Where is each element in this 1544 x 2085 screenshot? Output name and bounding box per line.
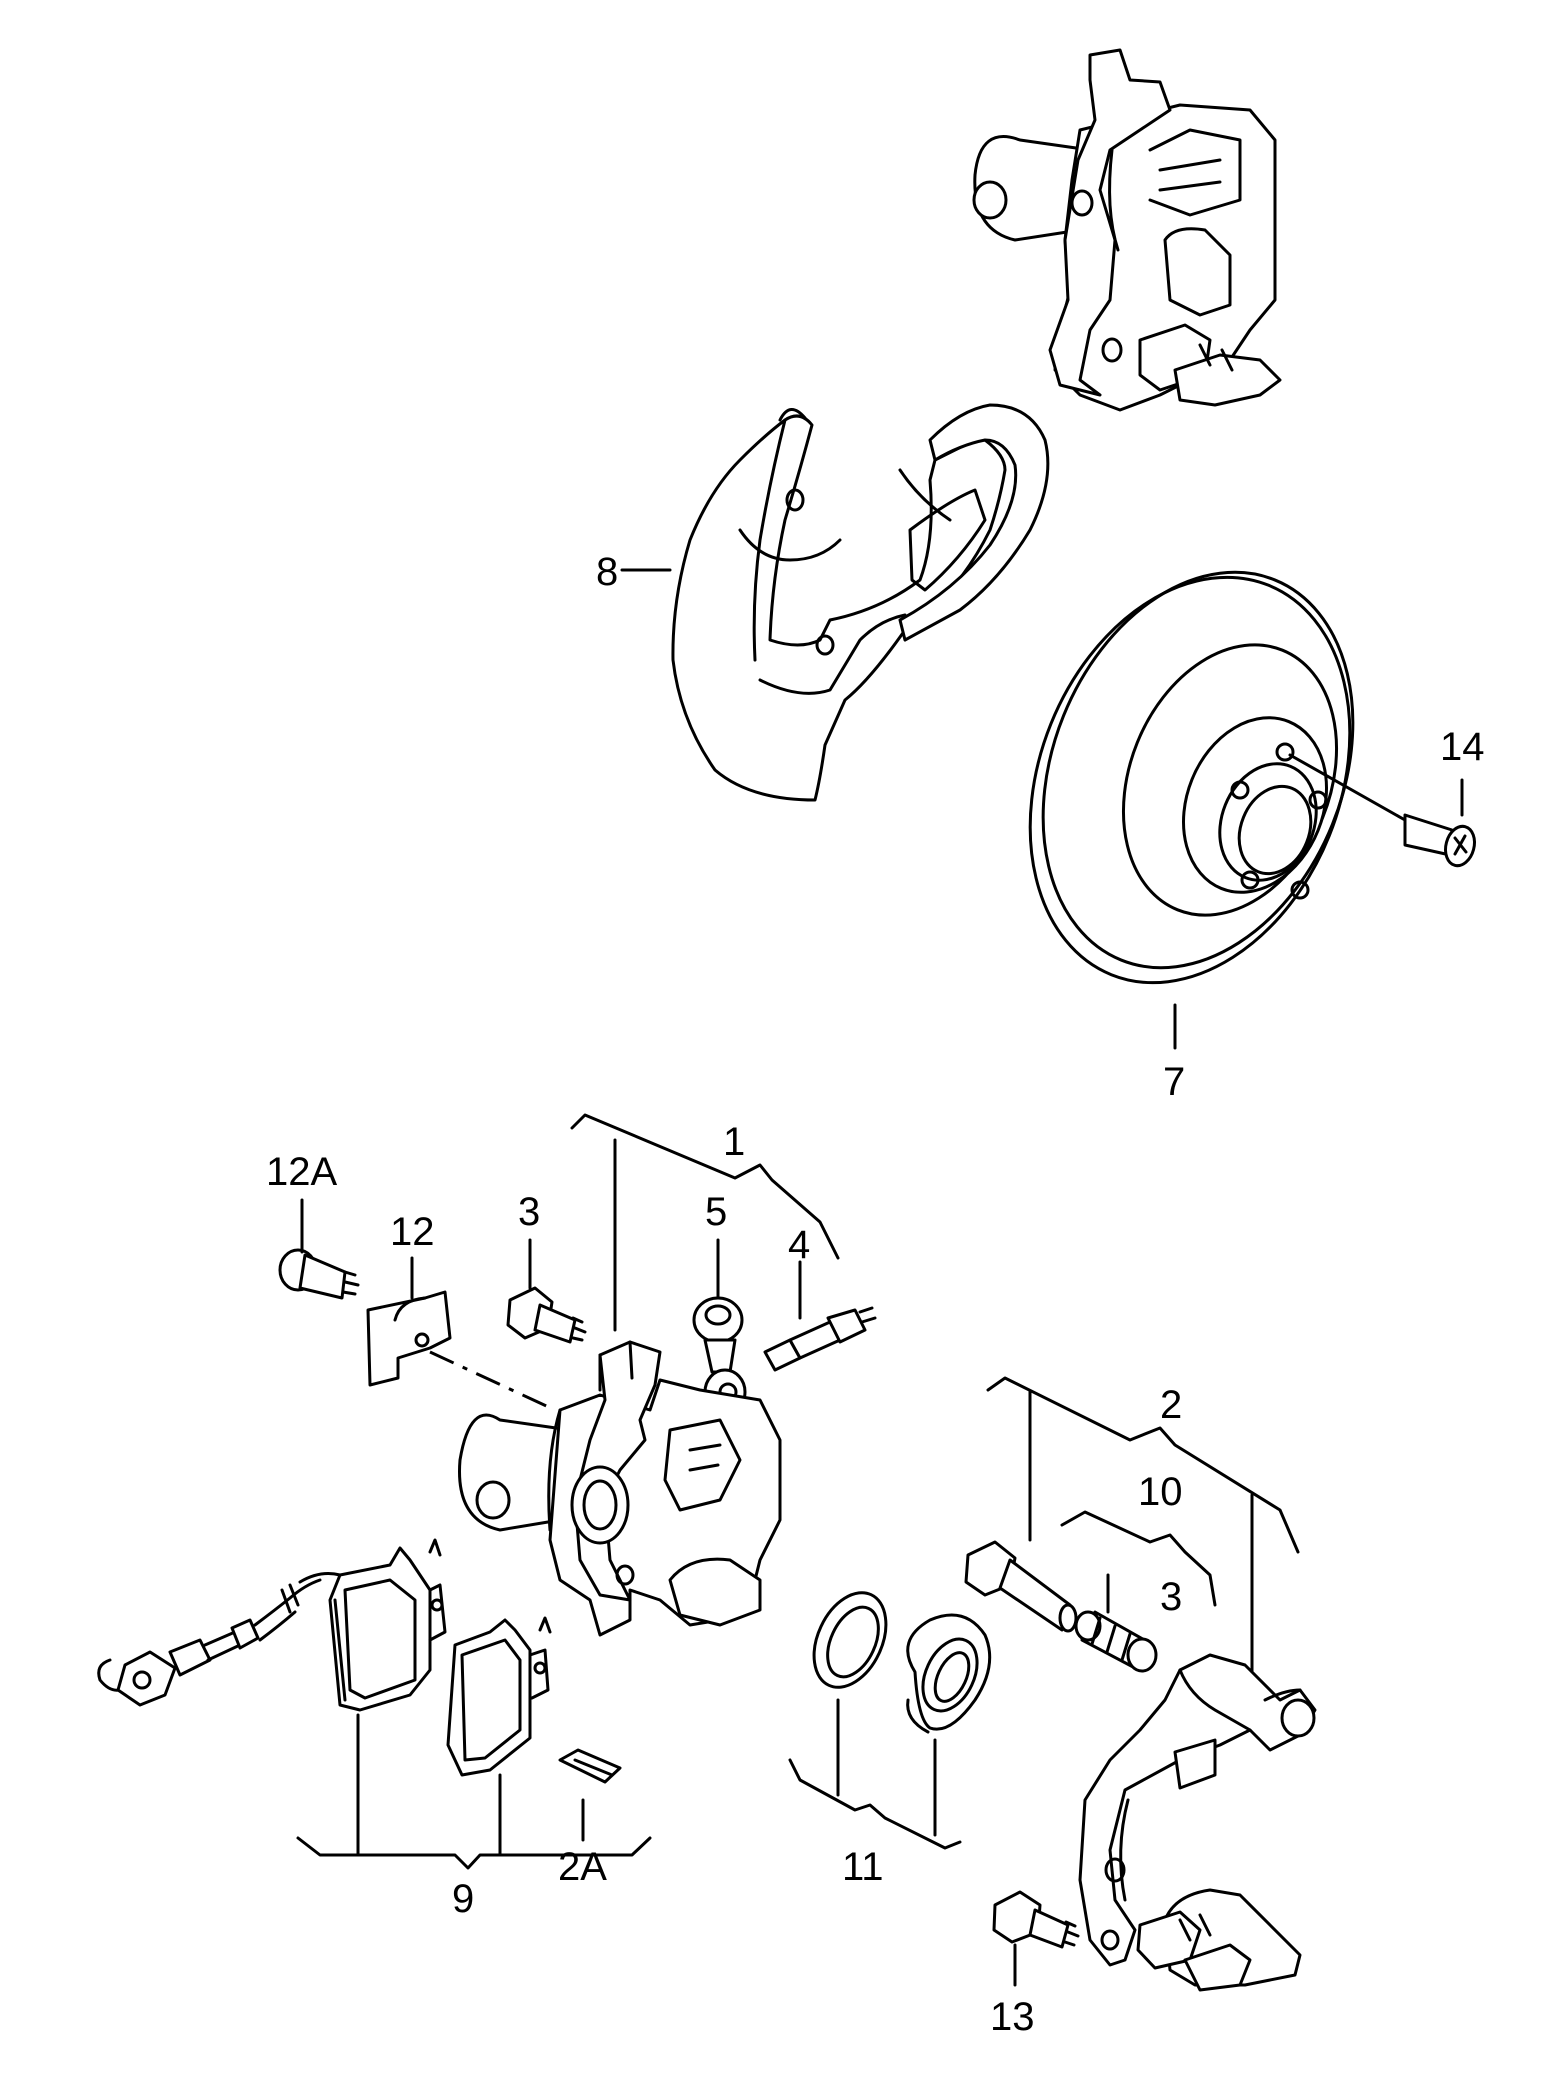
brake-pad-inner: [446, 1616, 552, 1777]
brake-disc: [1028, 570, 1355, 985]
splash-plate: [671, 403, 1050, 802]
spring-clip-2a: [558, 1748, 622, 1784]
callout-2: 2: [1160, 1383, 1182, 1427]
bracket-2: [986, 1376, 1300, 1554]
callout-11: 11: [842, 1845, 884, 1889]
callout-7: 7: [1163, 1060, 1185, 1104]
piston-seal: [812, 1591, 888, 1689]
callout-8: 8: [596, 550, 618, 594]
pad-wear-sensor: [97, 1572, 342, 1707]
callout-5: 5: [705, 1190, 727, 1234]
dust-boot: [906, 1613, 992, 1734]
callout-1: 1: [723, 1120, 745, 1164]
callout-14: 14: [1440, 725, 1485, 769]
callout-12A: 12A: [266, 1150, 337, 1194]
bracket-9: [296, 1836, 652, 1870]
disc-screw: [1288, 753, 1476, 868]
bracket-10: [1060, 1510, 1217, 1607]
callout-3-lower: 3: [1160, 1575, 1182, 1619]
guide-sleeve: [1074, 1610, 1158, 1673]
carrier-bolt-13: [992, 1890, 1080, 1949]
caliper-carrier: [1078, 1653, 1317, 1992]
callout-4: 4: [788, 1223, 810, 1267]
bleed-screw-4: [763, 1306, 877, 1372]
callout-13: 13: [990, 1995, 1035, 2039]
bracket-1: [570, 1113, 840, 1260]
bracket-plate-12: [366, 1290, 452, 1387]
callout-12: 12: [390, 1210, 435, 1254]
callout-3-upper: 3: [518, 1190, 540, 1234]
brake-pad-outer: [328, 1538, 447, 1712]
guide-bolt: [964, 1540, 1078, 1633]
callout-2A: 2A: [558, 1845, 607, 1889]
axis-line: [429, 1350, 556, 1412]
bracket-11: [788, 1758, 962, 1850]
callout-10: 10: [1138, 1470, 1183, 1514]
bolt-12a: [278, 1248, 360, 1300]
caliper-assembly-top: [972, 48, 1282, 412]
callout-9: 9: [452, 1877, 474, 1921]
caliper-bolt-3: [506, 1286, 587, 1344]
caliper-housing: [458, 1340, 782, 1637]
